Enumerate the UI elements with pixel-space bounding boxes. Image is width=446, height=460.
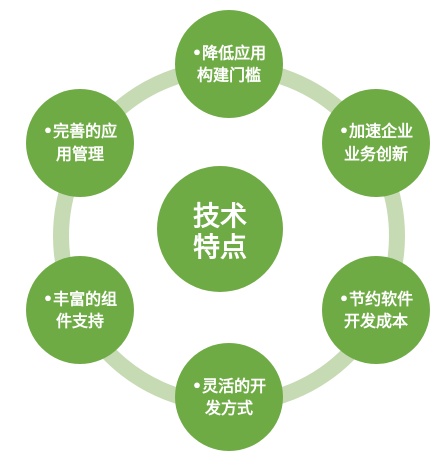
feature-node-label-line2: 构建门槛 (197, 66, 261, 85)
feature-node-rich-components: •丰富的组 件支持 (26, 256, 134, 364)
feature-node-label-line1: •降低应用 (192, 44, 266, 63)
feature-node-label-line1: •加速企业 (339, 122, 413, 141)
center-label-line1: 技术 (193, 202, 247, 233)
feature-node-circle (175, 10, 283, 118)
feature-node-label-line1: •灵活的开 (192, 377, 266, 396)
feature-node-label-line1: •完善的应 (43, 122, 117, 141)
feature-node-circle (322, 89, 430, 197)
feature-node-label-line2: 开发成本 (344, 312, 408, 331)
feature-node-label-line1: •节约软件 (339, 290, 413, 309)
feature-node-lower-threshold: •降低应用 构建门槛 (175, 10, 283, 118)
feature-node-circle (322, 256, 430, 364)
feature-node-label-line1: •丰富的组 (43, 290, 117, 309)
center-label-line2: 特点 (193, 233, 247, 264)
feature-node-circle (175, 343, 283, 451)
feature-node-app-management: •完善的应 用管理 (26, 89, 134, 197)
feature-node-label-line2: 件支持 (56, 312, 104, 331)
center-circle (157, 166, 283, 292)
feature-node-label-line2: 用管理 (56, 145, 104, 164)
feature-node-save-cost: •节约软件 开发成本 (322, 256, 430, 364)
feature-node-accelerate-innovation: •加速企业 业务创新 (322, 89, 430, 197)
feature-node-flexible-development: •灵活的开 发方式 (175, 343, 283, 451)
feature-node-label-line2: 业务创新 (344, 145, 408, 164)
feature-node-circle (26, 89, 134, 197)
feature-node-circle (26, 256, 134, 364)
center-node: 技术 特点 (157, 166, 283, 292)
feature-node-label-line2: 发方式 (204, 399, 253, 418)
